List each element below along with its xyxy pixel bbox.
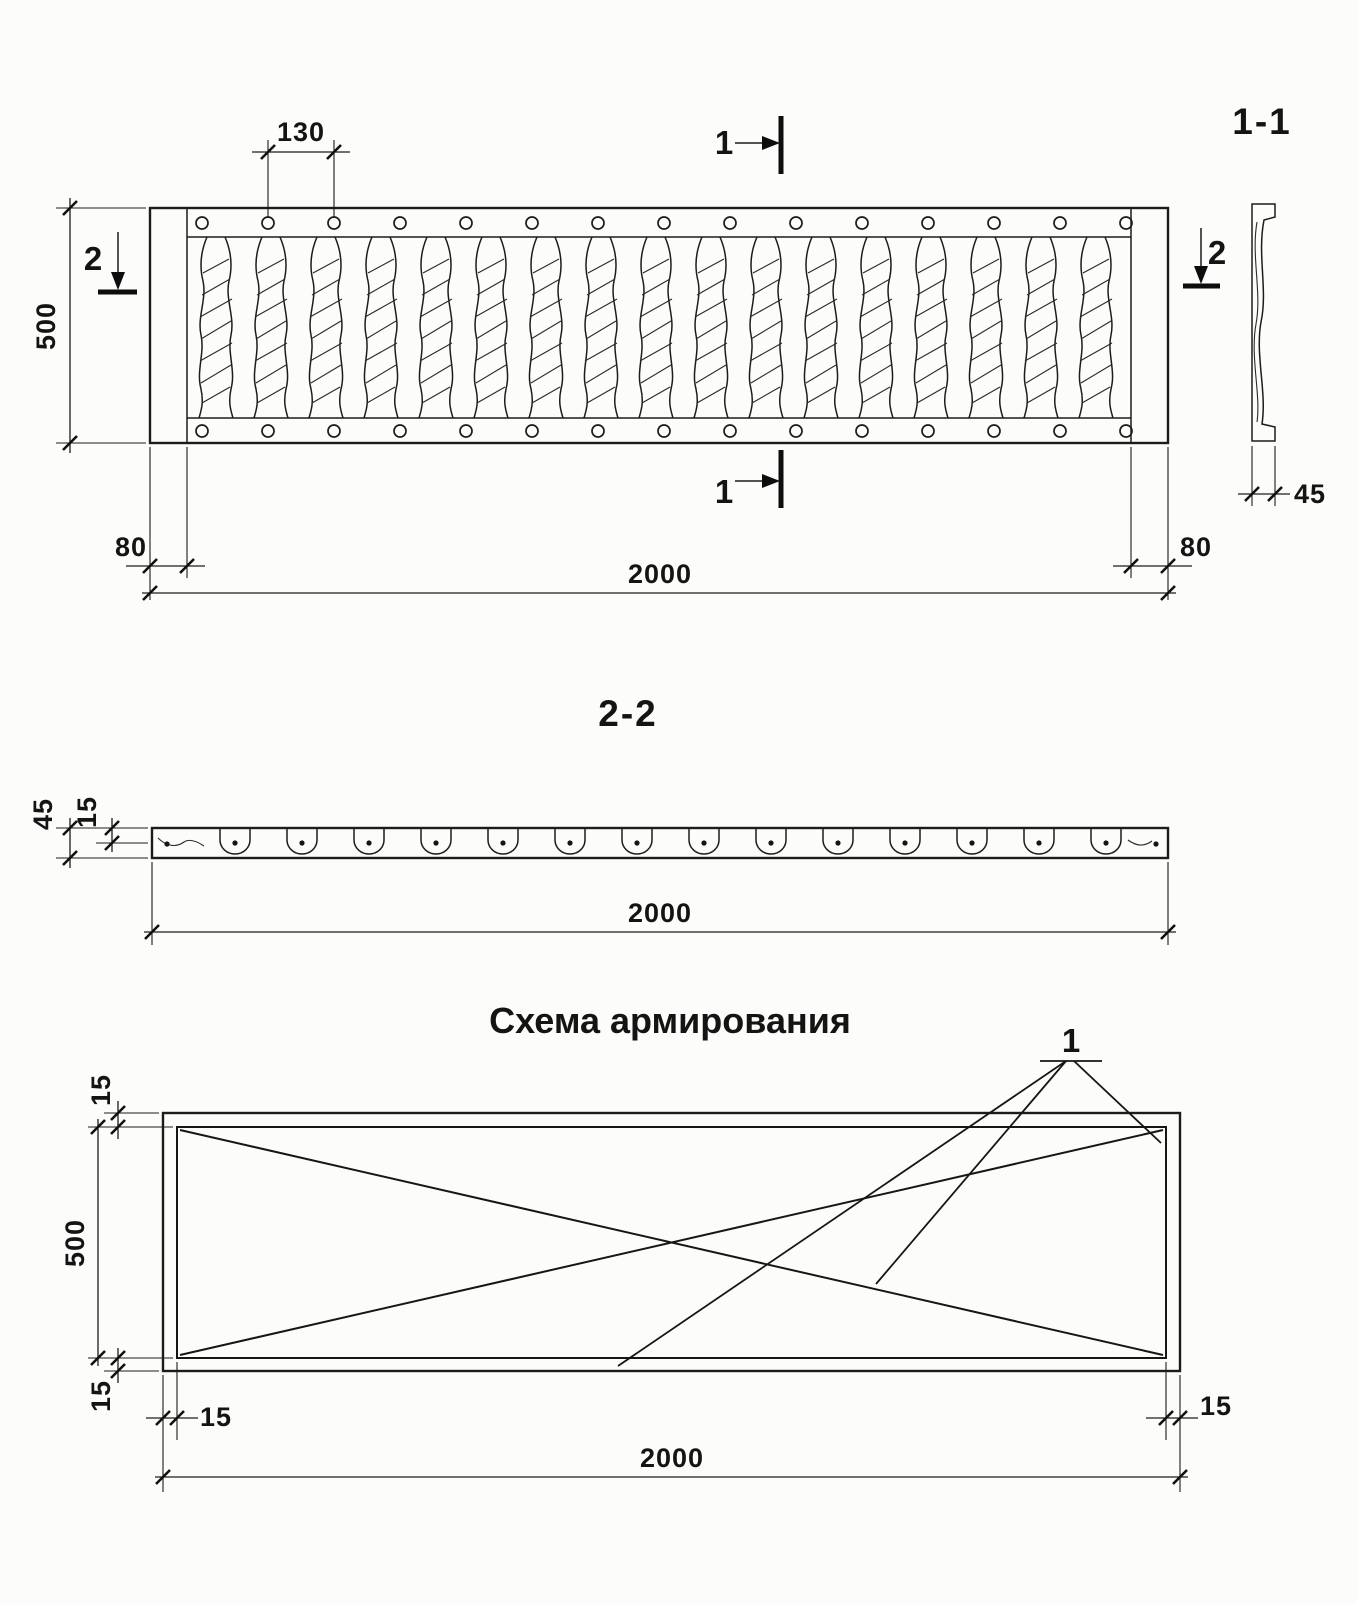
top-rail-holes — [195, 216, 1133, 230]
dim-cover-top: 15 — [86, 1074, 173, 1139]
reinforcement-scheme-title: Схема армирования — [489, 1000, 851, 1041]
panel-outline — [148, 206, 1170, 445]
baluster-plan-sections — [157, 828, 1159, 855]
reinforcement-scheme-view: Схема армирования 1 15 500 — [60, 1000, 1232, 1492]
dim-cover-bottom: 15 — [86, 1348, 159, 1412]
dim-panel-length-scheme: 2000 — [155, 1443, 1188, 1485]
dim-end-margin-right: 80 — [1113, 447, 1212, 600]
dim-15-top-label: 15 — [86, 1074, 116, 1106]
rebar-frame — [176, 1126, 1167, 1359]
dim-15-left-horizontal-label: 15 — [200, 1402, 232, 1432]
section-2-2-view: 2-2 45 — [28, 693, 1176, 945]
section-cut-2-left: 2 — [84, 232, 137, 295]
section-mark-2-left: 2 — [84, 240, 102, 277]
dim-baluster-spacing: 130 — [252, 117, 350, 218]
dim-500-label: 500 — [31, 302, 61, 350]
dim-panel-length-plan: 2000 — [144, 862, 1176, 945]
dim-profile-thickness: 45 — [1238, 446, 1326, 509]
dim-500-scheme-label: 500 — [60, 1219, 90, 1267]
dim-15-right-horizontal-label: 15 — [1200, 1391, 1232, 1421]
dim-panel-length-elevation: 2000 — [142, 559, 1176, 601]
profile-outline — [1251, 203, 1276, 442]
section-cut-2-right: 2 — [1183, 228, 1226, 289]
dim-2000-elevation-label: 2000 — [628, 559, 692, 589]
dim-2000-scheme-label: 2000 — [640, 1443, 704, 1473]
dim-45-strip-label: 45 — [28, 798, 58, 830]
dim-cover-right-horizontal: 15 — [1146, 1362, 1232, 1492]
panel-contour — [161, 1111, 1182, 1373]
section-mark-2-right: 2 — [1208, 234, 1226, 271]
rebar-mark-callout: 1 — [617, 1022, 1162, 1367]
plan-strip-outline — [150, 826, 1170, 860]
dim-strip-thickness: 45 — [28, 798, 148, 868]
view-label-2-2: 2-2 — [598, 693, 657, 734]
dim-2000-plan-label: 2000 — [628, 898, 692, 928]
dim-rebar-height: 500 — [60, 1119, 173, 1366]
rebar-mark-label: 1 — [1062, 1022, 1080, 1059]
section-cut-1-bottom: 1 — [715, 450, 784, 510]
dim-end-margin-left: 80 — [115, 447, 205, 600]
dim-15-bottom-label: 15 — [86, 1380, 116, 1412]
view-label-1-1: 1-1 — [1232, 101, 1291, 142]
dim-130-label: 130 — [277, 117, 325, 147]
dim-15-strip-label: 15 — [72, 796, 102, 828]
rebar-diagonal-2 — [179, 1129, 1164, 1356]
section-mark-1-bottom: 1 — [715, 473, 733, 510]
bottom-rail-holes — [195, 424, 1133, 438]
profile-inner-line — [1253, 221, 1259, 423]
section-mark-1-top: 1 — [715, 124, 733, 161]
dim-80-left-label: 80 — [115, 532, 147, 562]
dim-45-profile-label: 45 — [1294, 479, 1326, 509]
dim-strip-cover: 15 — [72, 796, 148, 852]
dim-panel-height: 500 — [31, 198, 146, 453]
front-elevation-view: 130 1 1 2 2 — [31, 116, 1226, 601]
section-cut-1-top: 1 — [715, 116, 784, 174]
right-end-break-line — [1127, 839, 1153, 846]
section-1-1-view: 1-1 45 — [1232, 101, 1326, 509]
dim-cover-left-horizontal: 15 — [146, 1362, 232, 1492]
dim-80-right-label: 80 — [1180, 532, 1212, 562]
